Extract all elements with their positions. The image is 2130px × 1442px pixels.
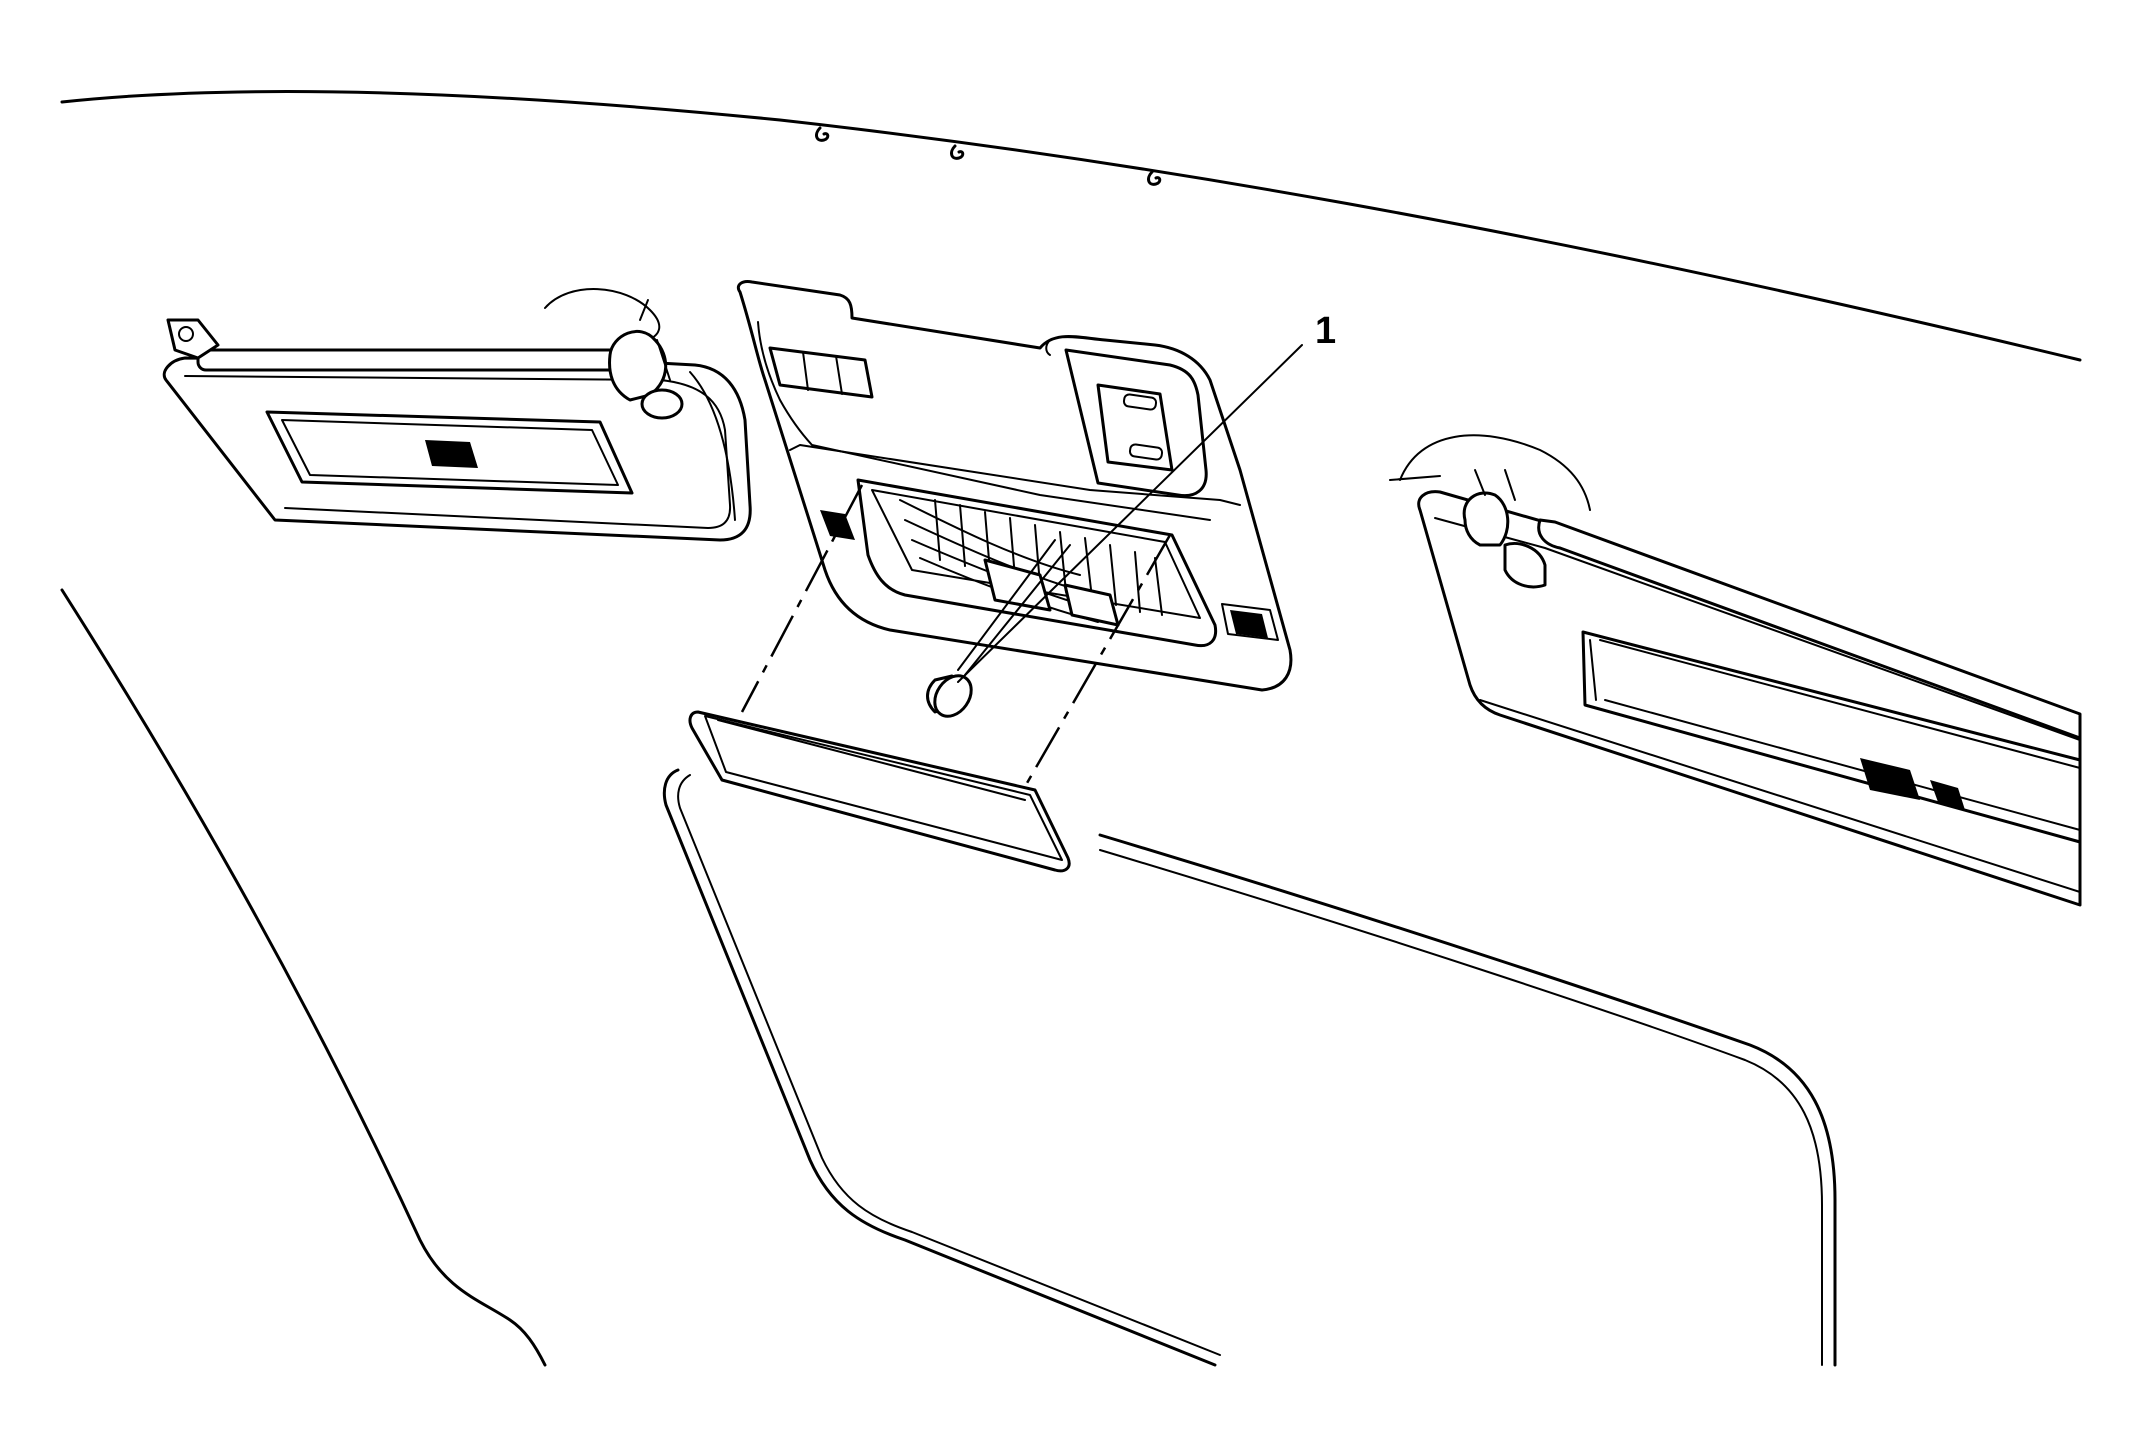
roof-clip-3: [1147, 170, 1162, 186]
right-sun-visor: [1389, 434, 2082, 907]
windshield-right-edge-inner: [1099, 849, 1823, 1366]
overhead-console: [736, 280, 1293, 692]
windshield-right-edge: [1098, 833, 1837, 1367]
callout-1-label: 1: [1315, 310, 1336, 352]
roof-clip-2: [950, 144, 965, 160]
bulb-wire-2: [964, 544, 1071, 676]
bulb-wire-1: [957, 539, 1056, 671]
exploded-view-line-left: [740, 484, 864, 713]
roof-clip-1: [815, 126, 830, 142]
callout-1-leader: [957, 344, 1303, 683]
exploded-view-line-right: [1021, 534, 1172, 791]
lamp-bulb: [926, 674, 973, 718]
left-pillar-edge: [60, 588, 547, 1367]
callout-1: 1: [957, 310, 1336, 683]
roof-edge: [60, 90, 2082, 362]
windshield-outline-inner: [677, 774, 1221, 1356]
lamp-reflector: [899, 499, 1163, 627]
windshield-outline: [662, 768, 1217, 1367]
left-sun-visor: [162, 288, 752, 542]
lamp-lens: [688, 710, 1071, 873]
